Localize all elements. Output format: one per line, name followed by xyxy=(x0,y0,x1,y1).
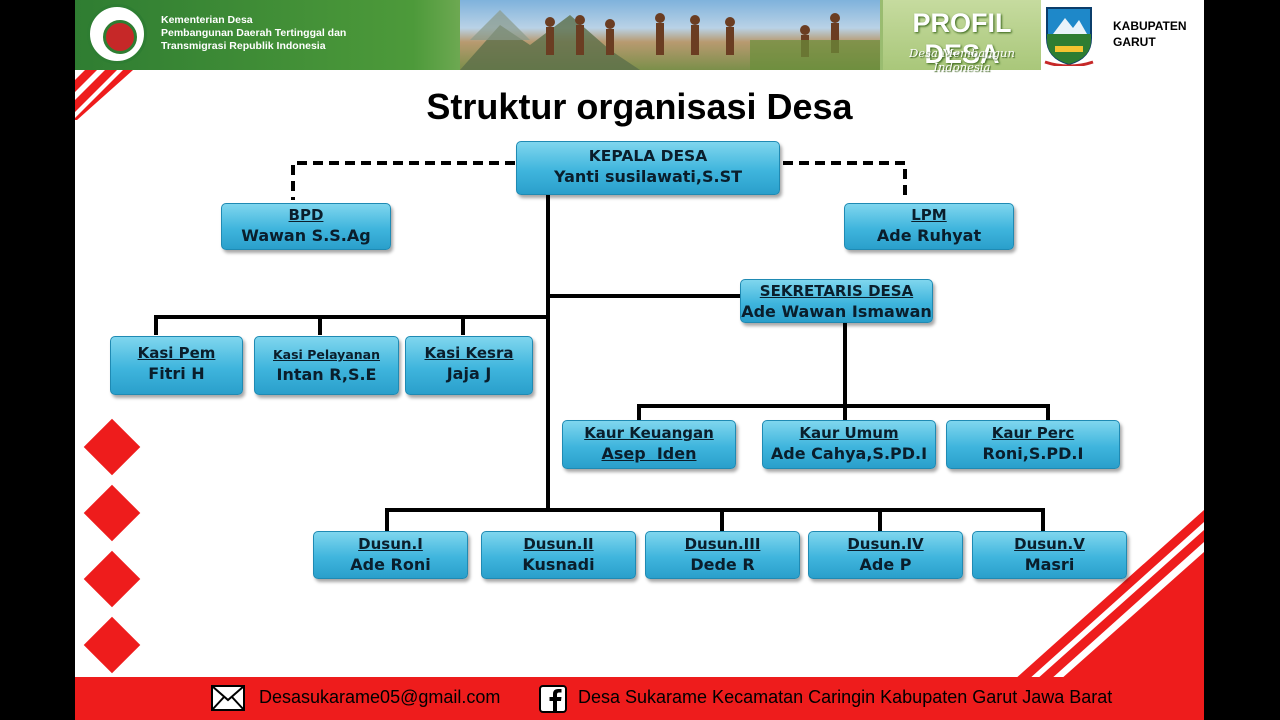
node-dusun-1: Dusun.I Ade Roni xyxy=(313,531,468,579)
profil-subtitle: Desa Membangun Indonesia xyxy=(909,46,1015,74)
region-line-2: GARUT xyxy=(1113,35,1156,49)
sekretaris-connector xyxy=(548,294,740,298)
dusun-bus-line xyxy=(385,508,1045,512)
dusun-drop xyxy=(385,508,389,531)
node-dusun-5: Dusun.V Masri xyxy=(972,531,1127,579)
node-dusun-3: Dusun.III Dede R xyxy=(645,531,800,579)
node-role: LPM xyxy=(911,206,947,224)
diamond-decoration xyxy=(83,550,141,608)
slide: Kementerian Desa Pembangunan Daerah Tert… xyxy=(75,0,1204,720)
node-role: Dusun.I xyxy=(358,535,423,553)
envelope-icon xyxy=(211,685,245,711)
node-dusun-4: Dusun.IV Ade P xyxy=(808,531,963,579)
node-name: Dede R xyxy=(690,555,755,574)
node-name: Fitri H xyxy=(148,364,205,383)
node-role: SEKRETARIS DESA xyxy=(759,282,914,300)
node-role: Dusun.IV xyxy=(847,535,924,553)
kasi-drop xyxy=(318,315,322,335)
diamond-decoration xyxy=(83,418,141,476)
node-role: Dusun.III xyxy=(684,535,761,553)
node-name: Yanti susilawati,S.ST xyxy=(553,167,743,186)
corner-stripes-top-left xyxy=(75,70,133,120)
ministry-line-3: Transmigrasi Republik Indonesia xyxy=(161,40,326,52)
kasi-drop xyxy=(461,315,465,335)
trunk-line xyxy=(546,194,550,512)
node-name: Roni,S.PD.I xyxy=(982,444,1084,463)
node-kaur-umum: Kaur Umum Ade Cahya,S.PD.I xyxy=(762,420,936,469)
node-name: Ade Roni xyxy=(350,555,431,574)
node-kasi-kesra: Kasi Kesra Jaja J xyxy=(405,336,533,395)
node-kaur-perc: Kaur Perc Roni,S.PD.I xyxy=(946,420,1120,469)
sekretaris-down-line xyxy=(843,322,847,420)
kaur-drop xyxy=(1046,404,1050,420)
ministry-line-1: Kementerian Desa xyxy=(161,14,253,26)
header-banner: Kementerian Desa Pembangunan Daerah Tert… xyxy=(75,0,1041,74)
dashed-connector-lpm xyxy=(783,161,907,200)
node-name: Ade Wawan Ismawan xyxy=(741,302,932,321)
kasi-bus-line xyxy=(154,315,550,319)
footer-email[interactable]: Desasukarame05@gmail.com xyxy=(259,687,501,707)
node-role: Kaur Keuangan xyxy=(584,424,714,442)
profil-title: PROFIL DESA xyxy=(912,8,1012,69)
node-kasi-pem: Kasi Pem Fitri H xyxy=(110,336,243,395)
dusun-drop xyxy=(1041,508,1045,531)
node-name: Kusnadi xyxy=(522,555,595,574)
node-role: Kasi Kesra xyxy=(424,344,514,362)
node-name: Intan R,S.E xyxy=(276,365,377,384)
node-kepala-desa: KEPALA DESA Yanti susilawati,S.ST xyxy=(516,141,780,195)
node-kasi-pelayanan: Kasi Pelayanan Intan R,S.E xyxy=(254,336,399,395)
dusun-drop xyxy=(720,508,724,531)
node-name: Ade Cahya,S.PD.I xyxy=(770,444,928,463)
dusun-drop xyxy=(878,508,882,531)
node-role: Dusun.V xyxy=(1014,535,1085,553)
node-kaur-keuangan: Kaur Keuangan Asep Iden xyxy=(562,420,736,469)
corner-stripes-bottom-right xyxy=(1014,510,1204,680)
node-name: Jaja J xyxy=(446,364,492,383)
node-role: Kaur Umum xyxy=(799,424,899,442)
node-name: Wawan S.S.Ag xyxy=(241,226,371,245)
facebook-icon xyxy=(539,685,567,713)
kasi-drop xyxy=(154,315,158,335)
garut-shield-icon xyxy=(1044,7,1094,66)
node-role: Kasi Pelayanan xyxy=(273,347,380,362)
kaur-bus-line xyxy=(637,404,1050,408)
footer-bar: Desasukarame05@gmail.com Desa Sukarame K… xyxy=(75,677,1204,720)
node-role: BPD xyxy=(288,206,324,224)
banner-photo xyxy=(460,0,880,70)
node-lpm: LPM Ade Ruhyat xyxy=(844,203,1014,250)
profil-desa-box: PROFIL DESA Desa Membangun Indonesia xyxy=(883,0,1041,74)
node-name: Masri xyxy=(1024,555,1075,574)
node-role: Kasi Pem xyxy=(137,344,216,362)
node-role: KEPALA DESA xyxy=(588,147,708,165)
footer-facebook[interactable]: Desa Sukarame Kecamatan Caringin Kabupat… xyxy=(578,687,1113,707)
diamond-decoration xyxy=(83,484,141,542)
node-name: Asep Iden xyxy=(601,444,697,463)
dashed-connector-bpd xyxy=(291,161,515,200)
node-name: Ade P xyxy=(859,555,912,574)
node-bpd: BPD Wawan S.S.Ag xyxy=(221,203,391,250)
diamond-decoration xyxy=(83,616,141,674)
node-name: Ade Ruhyat xyxy=(876,226,982,245)
ministry-line-2: Pembangunan Daerah Tertinggal dan xyxy=(161,27,347,39)
kaur-drop xyxy=(637,404,641,420)
ministry-name: Kementerian Desa Pembangunan Daerah Tert… xyxy=(161,14,346,53)
ministry-logo-icon xyxy=(87,4,147,64)
node-role: Dusun.II xyxy=(523,535,594,553)
page-title: Struktur organisasi Desa xyxy=(426,86,853,127)
node-sekretaris-desa: SEKRETARIS DESA Ade Wawan Ismawan xyxy=(740,279,933,323)
node-dusun-2: Dusun.II Kusnadi xyxy=(481,531,636,579)
region-name: KABUPATEN GARUT xyxy=(1113,18,1187,50)
node-role: Kaur Perc xyxy=(991,424,1075,442)
region-line-1: KABUPATEN xyxy=(1113,19,1187,33)
